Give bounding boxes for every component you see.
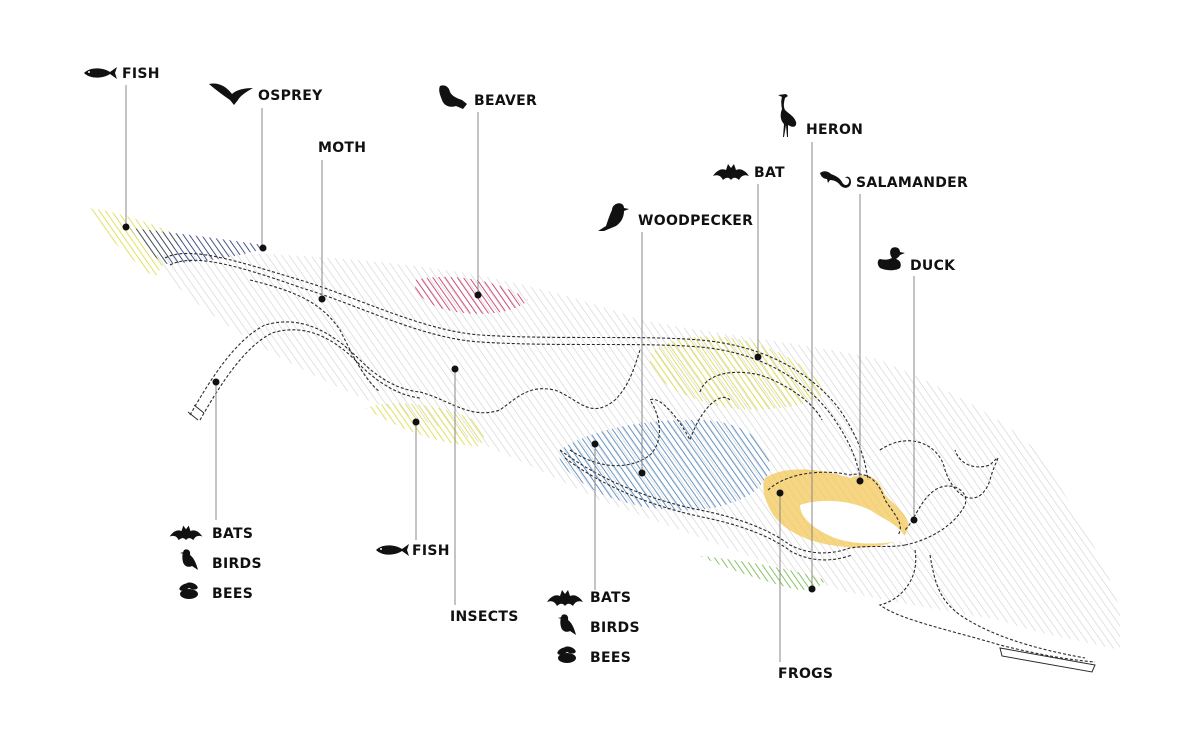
bat-icon xyxy=(713,164,749,180)
trail-main-north xyxy=(164,252,869,481)
bird-icon xyxy=(558,614,576,635)
woodpecker-icon xyxy=(598,203,629,231)
label-bees-mid: BEES xyxy=(590,650,632,666)
trail-south-main-parallel xyxy=(564,457,853,561)
bat-icon xyxy=(169,525,203,541)
label-bees-left: BEES xyxy=(212,586,254,602)
point-salamander xyxy=(856,477,864,485)
heron-icon xyxy=(778,94,797,137)
fish-icon xyxy=(84,67,117,79)
point-woodpecker xyxy=(638,469,646,477)
label-salamander: SALAMANDER xyxy=(856,175,969,191)
zone-magenta-beaver xyxy=(414,276,528,314)
label-bats-left: BATS xyxy=(212,526,254,542)
salamander-icon xyxy=(820,171,851,188)
label-birds-left: BIRDS xyxy=(212,556,262,572)
point-beaver xyxy=(474,291,482,299)
zone-navy-osprey xyxy=(130,228,270,264)
trail-main-north-parallel xyxy=(169,259,862,483)
label-beaver: BEAVER xyxy=(474,93,538,109)
label-woodpecker: WOODPECKER xyxy=(638,213,754,229)
trail-east-loop xyxy=(879,440,999,499)
trail-yellow-inner xyxy=(699,371,823,421)
trail-east-loop-2 xyxy=(904,485,967,546)
zone-blue-woodpecker xyxy=(559,419,770,511)
trail-south-main xyxy=(559,449,906,554)
point-insects xyxy=(451,365,459,373)
osprey-icon xyxy=(209,83,253,105)
trail-southeast xyxy=(878,549,1096,663)
point-bats-left xyxy=(212,378,220,386)
bird-icon xyxy=(180,549,198,570)
point-bat xyxy=(754,353,762,361)
point-moth xyxy=(318,295,326,303)
label-insects: INSECTS xyxy=(450,609,519,625)
trail-moth-loop xyxy=(249,279,381,393)
boardwalk-southeast xyxy=(999,647,1096,673)
duck-icon xyxy=(877,247,905,271)
label-frogs: FROGS xyxy=(778,666,834,682)
label-fish-bottom: FISH xyxy=(412,543,450,559)
bat-icon xyxy=(547,590,583,606)
bridge-west xyxy=(187,404,205,421)
label-birds-mid: BIRDS xyxy=(590,620,640,636)
trail-west-spur xyxy=(189,321,421,416)
point-osprey xyxy=(259,244,267,252)
beaver-icon xyxy=(439,85,467,109)
point-fish-top xyxy=(122,223,130,231)
bee-icon xyxy=(179,582,198,599)
zone-yellow-bat xyxy=(649,336,822,410)
point-frogs xyxy=(776,489,784,497)
label-bat: BAT xyxy=(754,165,785,181)
point-bats-mid xyxy=(591,440,599,448)
label-osprey: OSPREY xyxy=(258,88,323,104)
zone-green-heron xyxy=(700,556,825,590)
point-heron xyxy=(808,585,816,593)
zone-yellow-fish xyxy=(365,403,484,446)
label-fish-top: FISH xyxy=(122,66,160,82)
label-heron: HERON xyxy=(806,122,864,138)
label-bats-mid: BATS xyxy=(590,590,632,606)
label-duck: DUCK xyxy=(910,258,956,274)
zone-white-pond xyxy=(800,500,905,544)
trail-salamander-loop xyxy=(767,471,901,536)
trail-west-spur-parallel xyxy=(199,329,421,421)
bee-icon xyxy=(557,646,576,663)
point-duck xyxy=(910,516,918,524)
label-moth: MOTH xyxy=(318,140,367,156)
point-fish-bottom xyxy=(412,418,420,426)
fish-icon xyxy=(376,544,409,556)
trail-southeast-2 xyxy=(929,554,1086,659)
